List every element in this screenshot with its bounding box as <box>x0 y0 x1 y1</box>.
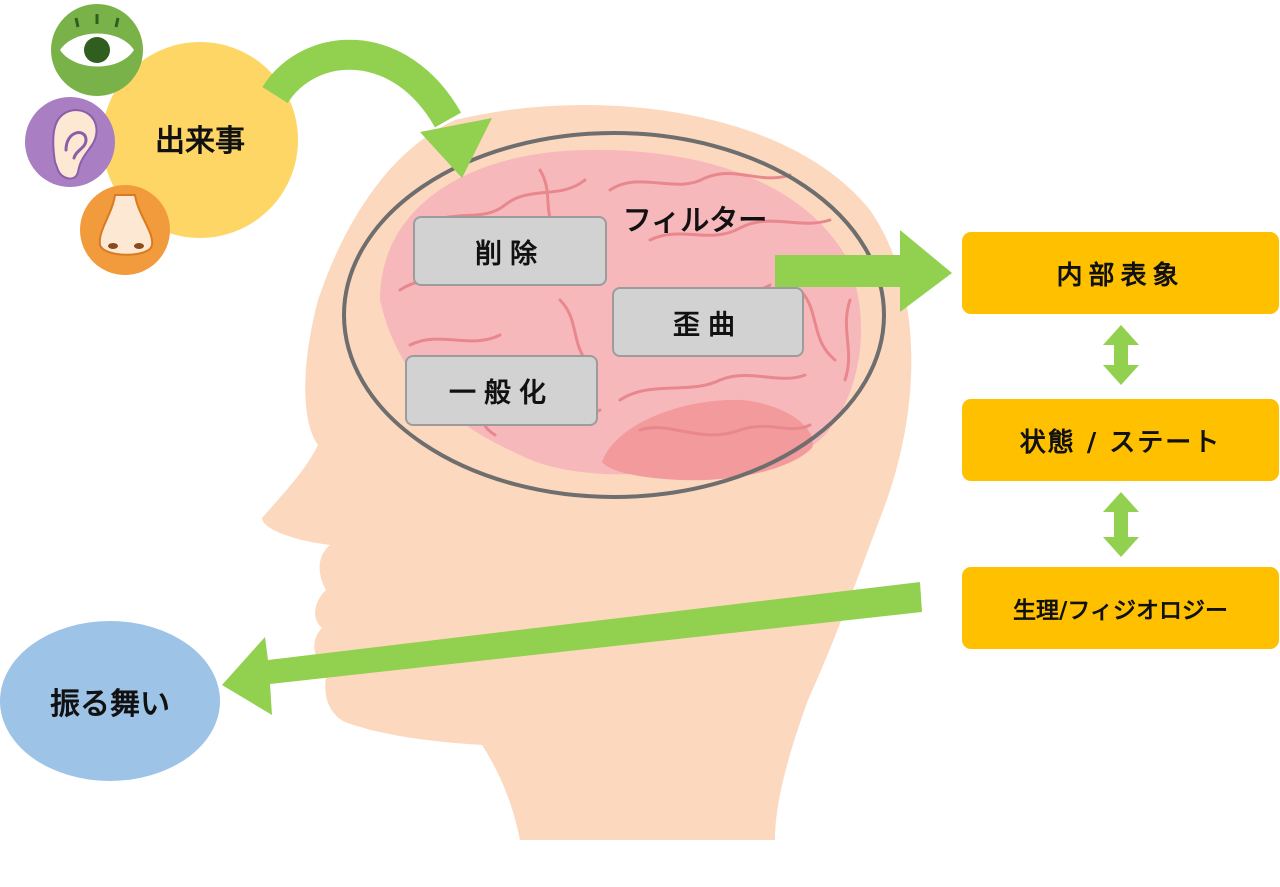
event-label: 出来事 <box>155 124 245 159</box>
internal-representation-box: 内部表象 <box>962 232 1279 314</box>
filter-ellipse <box>342 131 886 499</box>
filter-item-generalization: 一般化 <box>405 355 598 426</box>
event-circle <box>102 42 298 238</box>
arrow-to-behavior <box>222 582 922 715</box>
filter-item-distortion: 歪曲 <box>612 287 804 357</box>
arrow-to-internal <box>775 230 952 312</box>
physiology-box: 生理/フィジオロジー <box>962 567 1279 649</box>
state-box: 状態 / ステート <box>962 399 1279 481</box>
eye-icon <box>51 4 143 96</box>
ear-icon <box>25 97 115 187</box>
filter-item-deletion: 削除 <box>413 216 607 286</box>
filter-title: フィルター <box>622 203 768 237</box>
behavior-label: 振る舞い <box>50 687 170 722</box>
double-arrow-1 <box>1103 325 1139 385</box>
double-arrow-2 <box>1103 492 1139 557</box>
curved-arrow <box>262 39 492 178</box>
nose-icon <box>80 185 170 275</box>
behavior-ellipse <box>0 621 220 781</box>
